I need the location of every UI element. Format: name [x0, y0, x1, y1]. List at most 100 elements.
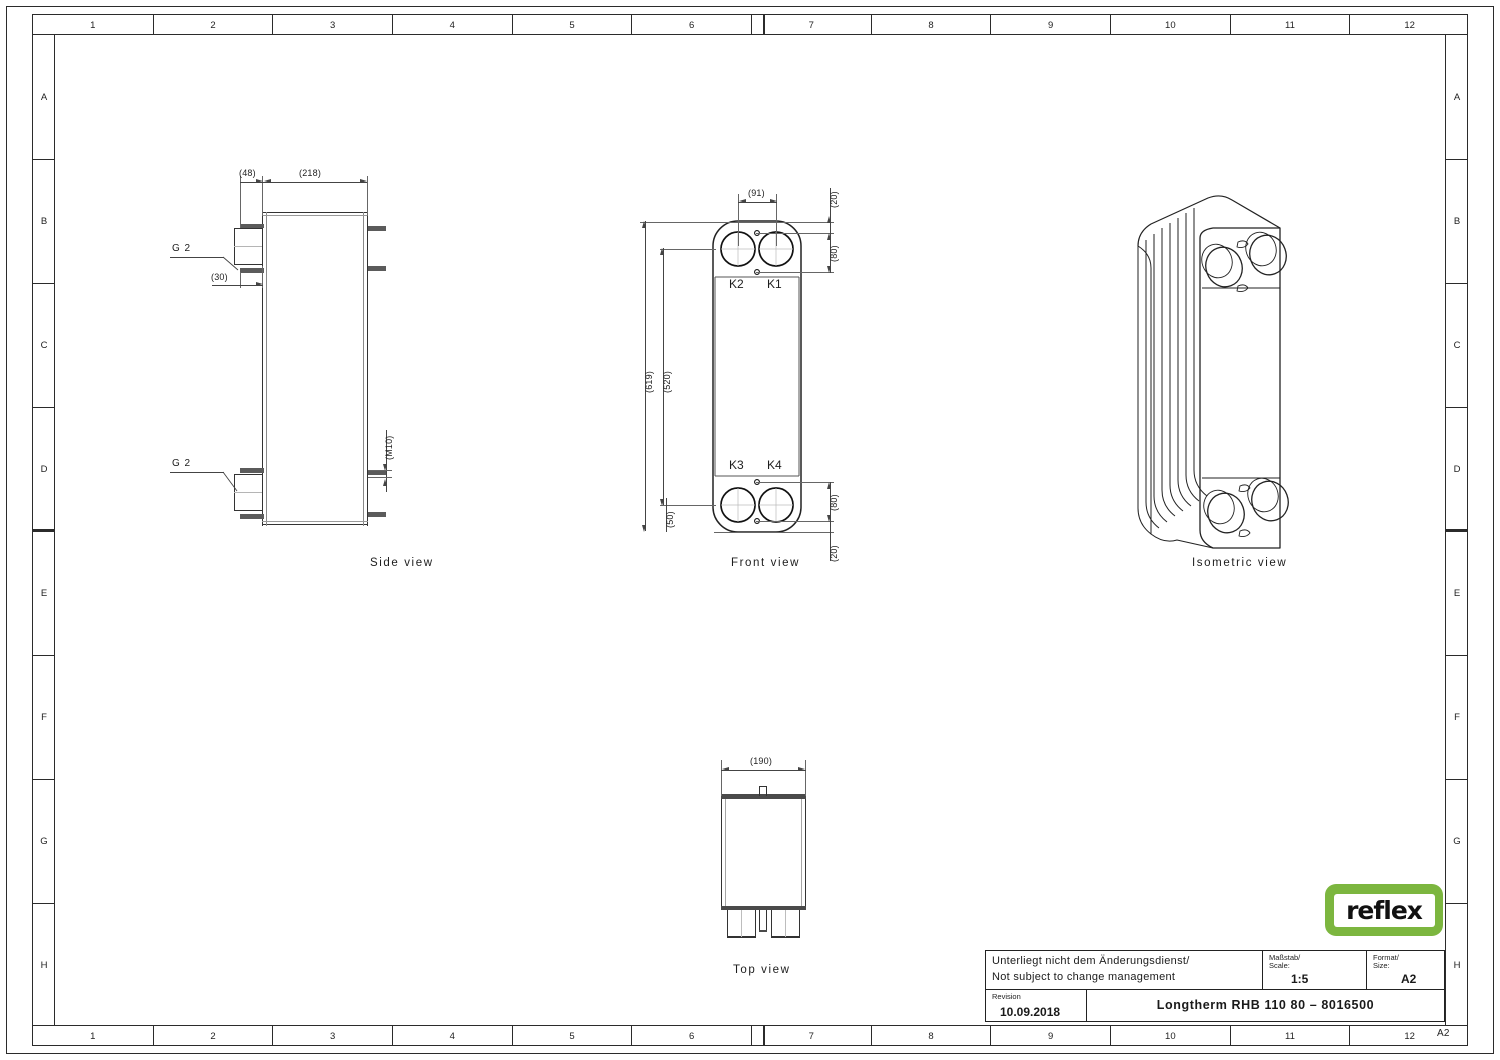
- zone-marker-C: C: [33, 283, 55, 407]
- side-plate-hatch-bottom: [262, 521, 368, 522]
- side-ext-48-right: [262, 176, 263, 216]
- side-dim-m10-arrow-bottom: [383, 479, 388, 486]
- front-dim-91-line: [738, 202, 777, 203]
- isometric-view-drawing: [1137, 195, 1289, 549]
- side-callout-g2-top-text: G 2: [172, 243, 192, 254]
- zone-marker-8: 8: [870, 15, 991, 35]
- top-body-right: [804, 799, 806, 909]
- side-top-boss-bottom: [234, 264, 262, 266]
- side-bottom-nipple-upper: [240, 468, 264, 473]
- front-port-label-k1: K1: [767, 277, 782, 291]
- zone-marker-1: 1: [90, 1030, 96, 1042]
- zone-marker-3: 3: [272, 1026, 392, 1046]
- top-dim-190-line: [721, 770, 806, 771]
- format-label-line-1: Format/: [1373, 953, 1399, 962]
- zone-marker-12: 12: [1349, 15, 1469, 35]
- format-cell: Format/ Size: A2: [1366, 951, 1444, 989]
- reflex-logo-plate: reflex: [1333, 893, 1435, 927]
- side-stud-4: [368, 512, 386, 517]
- side-ext-218-right: [366, 176, 368, 216]
- side-body-bottom: [262, 524, 368, 526]
- zone-marker-A: A: [1453, 91, 1461, 103]
- side-dim-218-line: [263, 182, 367, 183]
- zone-marker-7: 7: [751, 1026, 871, 1046]
- top-stud-top: [759, 786, 767, 788]
- side-plate-edge-2: [363, 212, 364, 526]
- side-bottom-boss-centreline: [234, 492, 262, 493]
- drawing-title-cell: Longtherm RHB 110 80 – 8016500: [1086, 989, 1444, 1021]
- zone-marker-4: 4: [392, 1026, 512, 1046]
- side-bottom-boss-bottom: [234, 510, 262, 512]
- drawing-frame: [54, 34, 1446, 1026]
- front-dim-520-text: (520): [662, 370, 672, 393]
- front-port-label-k2: K2: [729, 277, 744, 291]
- top-centre-stud-end: [759, 930, 767, 932]
- zone-marker-G: G: [1446, 779, 1468, 903]
- front-dim-520-arrow-bottom: [660, 499, 665, 506]
- zone-marker-11: 11: [1229, 15, 1350, 35]
- front-dim-80top-arrow-up: [827, 233, 832, 240]
- front-ext-80bot-b: [756, 521, 834, 522]
- centre-mark-top: [763, 14, 765, 34]
- top-dim-190-arrow-left: [722, 767, 729, 772]
- drawing-title: Longtherm RHB 110 80 – 8016500: [1156, 998, 1375, 1013]
- front-port-label-k3: K3: [729, 458, 744, 472]
- zone-marker-E: E: [1446, 531, 1468, 655]
- zone-marker-H: H: [33, 903, 55, 1027]
- zone-marker-H: H: [1446, 903, 1468, 1027]
- front-dim-619-arrow-top: [642, 221, 647, 228]
- zone-marker-9: 9: [990, 15, 1110, 35]
- revision-cell: Revision 10.09.2018: [986, 990, 1086, 1021]
- top-body-inner-right: [801, 799, 802, 909]
- front-dim-91-text: (91): [748, 188, 765, 198]
- top-stud-right: [766, 786, 768, 796]
- zone-marker-6: 6: [631, 1026, 751, 1046]
- front-dim-619-text: (619): [644, 370, 654, 393]
- top-centre-stud-left: [759, 910, 761, 932]
- title-block-lower-row: Revision 10.09.2018 Longtherm RHB 110 80…: [986, 989, 1444, 1021]
- reflex-logo-text: reflex: [1346, 895, 1423, 925]
- side-callout-g2-top-underline: [170, 257, 224, 258]
- zone-marker-B: B: [1446, 159, 1468, 283]
- front-dim-20bot-line: [830, 521, 831, 561]
- top-body-left: [721, 799, 723, 909]
- sheet-format-corner-mark: A2: [1437, 1028, 1450, 1039]
- front-view-outline: [712, 220, 802, 533]
- side-dim-48-line: [240, 182, 263, 183]
- front-ext-20bot: [714, 531, 834, 533]
- side-plate-edge-1: [266, 212, 267, 526]
- side-callout-g2-bottom-underline: [170, 472, 224, 473]
- scale-label-line-2: Scale:: [1269, 961, 1290, 971]
- side-top-boss-centreline: [234, 246, 262, 247]
- front-dim-20top-text: (20): [829, 191, 839, 208]
- zone-marker-C: C: [1446, 283, 1468, 407]
- front-ext-20top-b: [756, 233, 834, 234]
- front-dim-619-arrow-bottom: [642, 525, 647, 532]
- side-ext-m10-b: [368, 476, 392, 478]
- zone-marker-D: D: [33, 407, 55, 531]
- isometric-view-label: Isometric view: [1192, 557, 1288, 569]
- zone-marker-F: F: [33, 655, 55, 779]
- front-ext-520-bottom: [660, 504, 716, 506]
- front-dim-20bot-text: (20): [829, 545, 839, 562]
- top-centre-stud-right: [766, 910, 768, 932]
- front-dim-80bot-text: (80): [829, 494, 839, 511]
- centre-mark-bottom: [763, 1026, 765, 1046]
- front-dim-20top-arrow: [827, 216, 832, 223]
- side-plate-hatch-top: [262, 215, 368, 216]
- front-dim-80bot-arrow-up: [827, 482, 832, 489]
- note-line-2: Not subject to change management: [992, 970, 1176, 983]
- top-port-right-a: [771, 910, 773, 938]
- format-value: A2: [1401, 971, 1417, 986]
- side-top-nipple-upper: [240, 224, 264, 228]
- zone-marker-4: 4: [392, 15, 512, 35]
- revision-label: Revision: [992, 991, 1021, 1001]
- title-block: Unterliegt nicht dem Änderungsdienst/ No…: [985, 950, 1445, 1022]
- side-dim-218-arrow-left: [264, 179, 271, 184]
- top-port-right-b: [799, 910, 801, 938]
- scale-value: 1:5: [1291, 971, 1309, 986]
- zone-marker-G: G: [33, 779, 55, 903]
- front-dim-80bot-arrow-down: [827, 515, 832, 522]
